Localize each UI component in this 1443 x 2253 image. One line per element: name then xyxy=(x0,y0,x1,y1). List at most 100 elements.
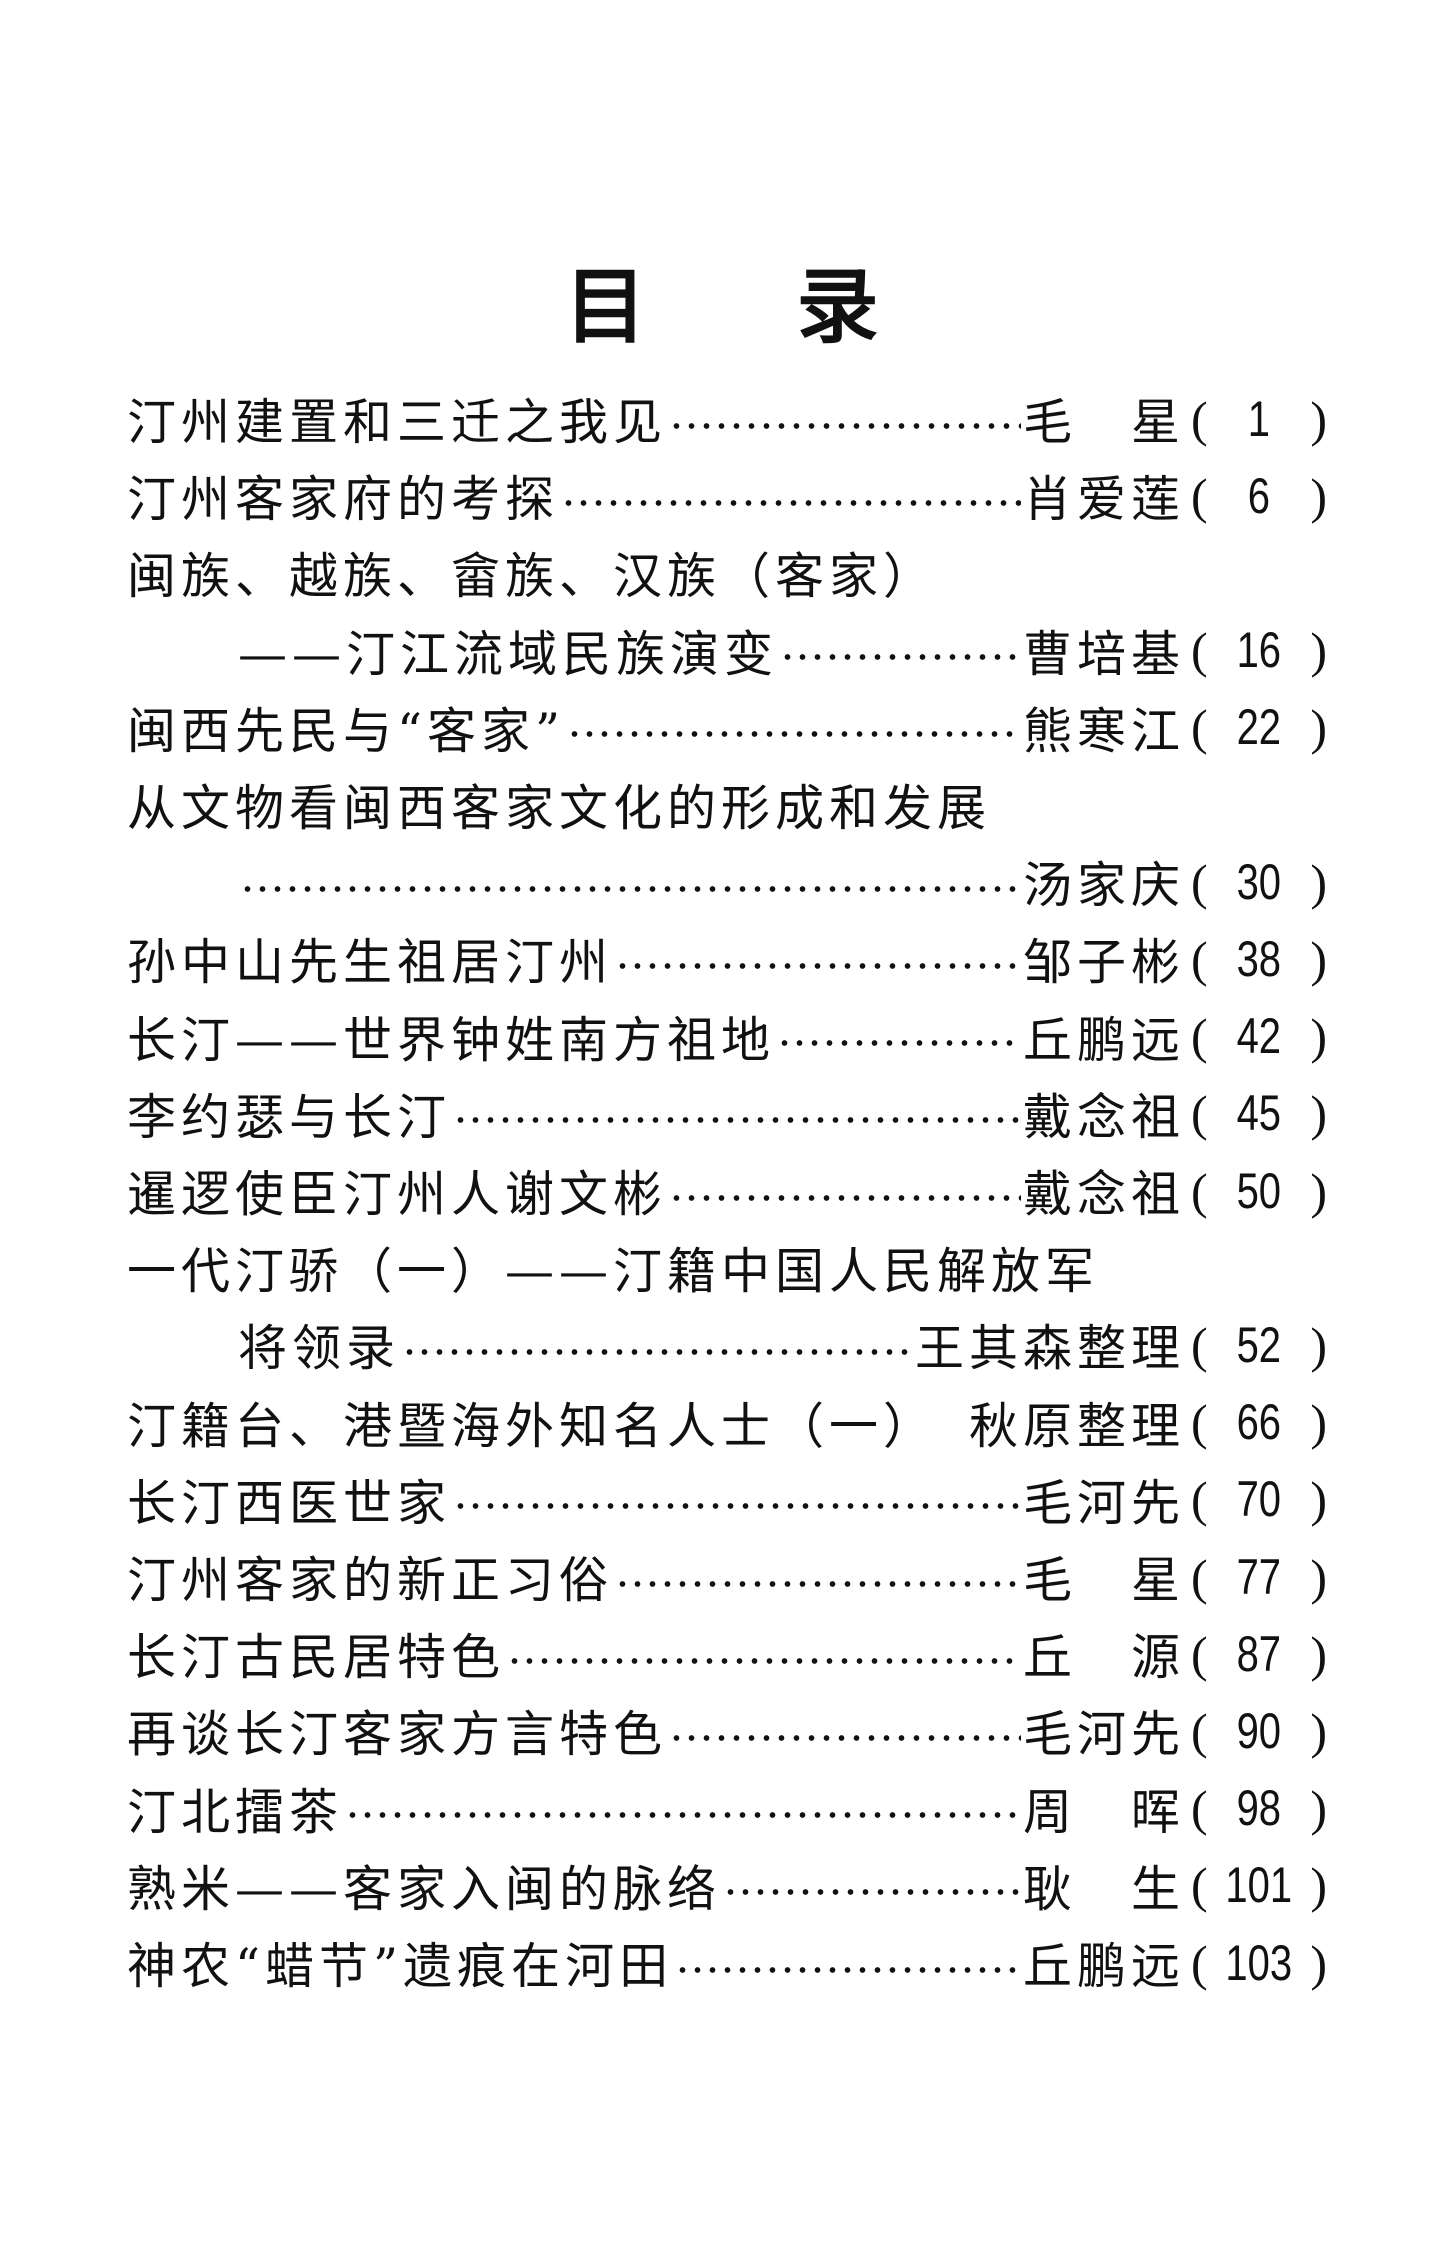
paren-close: ) xyxy=(1310,1008,1327,1065)
dot-leader xyxy=(615,1578,1021,1589)
toc-entry: 长汀——世界钟姓南方祖地 丘鹏远(42) xyxy=(127,998,1327,1075)
paren-open: ( xyxy=(1191,1548,1208,1605)
page-title: 目录 xyxy=(0,262,1443,352)
toc-page-number: (98) xyxy=(1191,1779,1327,1837)
toc-page-number: (77) xyxy=(1191,1548,1327,1606)
paren-close: ) xyxy=(1310,1316,1327,1373)
paren-close: ) xyxy=(1310,1780,1327,1837)
dot-leader xyxy=(723,1887,1021,1898)
toc-page-number: (22) xyxy=(1191,698,1327,756)
paren-open: ( xyxy=(1191,1471,1208,1528)
dot-leader xyxy=(402,1346,913,1357)
toc-entry-title: 闽族、越族、畲族、汉族（客家） xyxy=(127,548,938,606)
toc-entry: 汀北擂茶 周 晖(98) xyxy=(127,1770,1327,1847)
toc-author: 汤家庆 xyxy=(1022,857,1185,915)
paren-close: ) xyxy=(1310,1471,1327,1528)
toc-page-number: (16) xyxy=(1191,621,1327,679)
paren-open: ( xyxy=(1191,390,1208,447)
dot-leader xyxy=(507,1655,1021,1666)
page-number: 87 xyxy=(1236,1625,1282,1682)
paren-close: ) xyxy=(1310,699,1327,756)
toc-page-number: (90) xyxy=(1191,1702,1327,1760)
paren-open: ( xyxy=(1191,1934,1208,1991)
toc-author: 肖爱莲 xyxy=(1022,471,1185,529)
toc-author: 周 晖 xyxy=(1022,1783,1185,1841)
toc-page-number: (38) xyxy=(1191,930,1327,988)
page-number: 66 xyxy=(1236,1394,1282,1451)
toc-entry: 从文物看闽西客家文化的形成和发展 xyxy=(127,766,1327,843)
toc-author: 曹培基 xyxy=(1022,625,1185,683)
toc-entry: 闽族、越族、畲族、汉族（客家） xyxy=(127,534,1327,611)
toc-page-number: (6) xyxy=(1191,467,1327,525)
dot-leader xyxy=(615,960,1021,971)
toc-entry: 长汀西医世家毛河先(70) xyxy=(127,1461,1327,1538)
dot-leader xyxy=(567,729,1021,740)
paren-close: ) xyxy=(1310,1085,1327,1142)
toc-entry: 汀州客家的新正习俗毛 星(77) xyxy=(127,1538,1327,1615)
paren-close: ) xyxy=(1310,390,1327,447)
toc-entry: 汀州建置和三迁之我见毛 星(1) xyxy=(127,380,1327,457)
toc-entry-title: 一代汀骄（一）——汀籍中国人民解放军 xyxy=(127,1243,1100,1301)
page-number: 6 xyxy=(1247,467,1271,524)
toc-entry: 熟米——客家入闽的脉络耿 生(101) xyxy=(127,1847,1327,1924)
toc-entry-title: 李约瑟与长汀 xyxy=(127,1088,452,1146)
toc-page-number: (103) xyxy=(1191,1934,1327,1992)
dot-leader xyxy=(675,1964,1021,1975)
paren-open: ( xyxy=(1191,1008,1208,1065)
toc-entry-title: 再谈长汀客家方言特色 xyxy=(127,1706,668,1764)
toc-entry: 暹逻使臣汀州人谢文彬戴念祖(50) xyxy=(127,1152,1327,1229)
dot-leader xyxy=(669,1192,1021,1203)
paren-open: ( xyxy=(1191,1394,1208,1451)
page-number: 90 xyxy=(1236,1702,1282,1759)
page-number: 1 xyxy=(1247,390,1271,447)
page-number: 16 xyxy=(1236,622,1282,679)
toc-entry-title: 汀州客家府的考探 xyxy=(127,471,560,529)
toc-page-number: (87) xyxy=(1191,1625,1327,1683)
toc-author: 熊寒江 xyxy=(1022,702,1185,760)
toc-entry: 再谈长汀客家方言特色毛河先(90) xyxy=(127,1692,1327,1769)
dot-leader xyxy=(345,1810,1021,1821)
toc-entry-continuation: 汤家庆(30) xyxy=(127,843,1327,920)
paren-open: ( xyxy=(1191,930,1208,987)
toc-author: 邹子彬 xyxy=(1022,934,1185,992)
toc-entry: 孙中山先生祖居汀州邹子彬(38) xyxy=(127,920,1327,997)
toc-author: 丘鹏远 xyxy=(1022,1011,1185,1069)
toc-entry-title-cont: ——汀江流域民族演变 xyxy=(238,625,779,683)
toc-entry: 长汀古民居特色丘 源(87) xyxy=(127,1615,1327,1692)
toc-author: 戴念祖 xyxy=(1022,1088,1185,1146)
toc-entry: 一代汀骄（一）——汀籍中国人民解放军 xyxy=(127,1229,1327,1306)
toc-page-number: (70) xyxy=(1191,1470,1327,1528)
page-number: 22 xyxy=(1236,699,1282,756)
paren-open: ( xyxy=(1191,1316,1208,1373)
toc-page-number: (42) xyxy=(1191,1007,1327,1065)
toc-entry-title: 从文物看闽西客家文化的形成和发展 xyxy=(127,780,992,837)
paren-close: ) xyxy=(1310,1857,1327,1914)
toc-entry-continuation: 将领录王其森整理(52) xyxy=(127,1306,1327,1383)
toc-author: 丘鹏远 xyxy=(1022,1938,1185,1995)
page-number: 103 xyxy=(1225,1934,1293,1991)
toc-entry-title: 长汀——世界钟姓南方祖地 xyxy=(127,1011,776,1069)
toc-entry: 神农“蜡节”遗痕在河田 丘鹏远(103) xyxy=(127,1924,1327,2001)
dot-leader xyxy=(669,420,1021,431)
title-char-1: 目 xyxy=(564,259,647,355)
toc-entry-title: 汀州客家的新正习俗 xyxy=(127,1552,614,1609)
toc-entry-title: 神农“蜡节”遗痕在河田 xyxy=(127,1938,674,1995)
paren-close: ) xyxy=(1310,930,1327,987)
dot-leader xyxy=(777,1038,1021,1049)
toc-author: 王其森整理 xyxy=(914,1320,1185,1378)
paren-open: ( xyxy=(1191,1780,1208,1837)
page-number: 42 xyxy=(1236,1008,1282,1065)
page-number: 101 xyxy=(1225,1857,1293,1914)
toc-entry-title-cont: 将领录 xyxy=(238,1320,401,1378)
toc-author: 毛 星 xyxy=(1022,394,1185,451)
dot-leader xyxy=(453,1115,1021,1126)
toc-author: 毛河先 xyxy=(1022,1474,1185,1532)
dot-leader xyxy=(669,1732,1021,1743)
page-number: 45 xyxy=(1236,1085,1282,1142)
page-number: 50 xyxy=(1236,1162,1282,1219)
toc-entry-continuation: ——汀江流域民族演变 曹培基(16) xyxy=(127,612,1327,689)
dot-leader xyxy=(780,652,1021,663)
toc-page-number: (1) xyxy=(1191,390,1327,448)
toc-entry-title: 汀北擂茶 xyxy=(127,1783,344,1841)
paren-open: ( xyxy=(1191,1625,1208,1682)
